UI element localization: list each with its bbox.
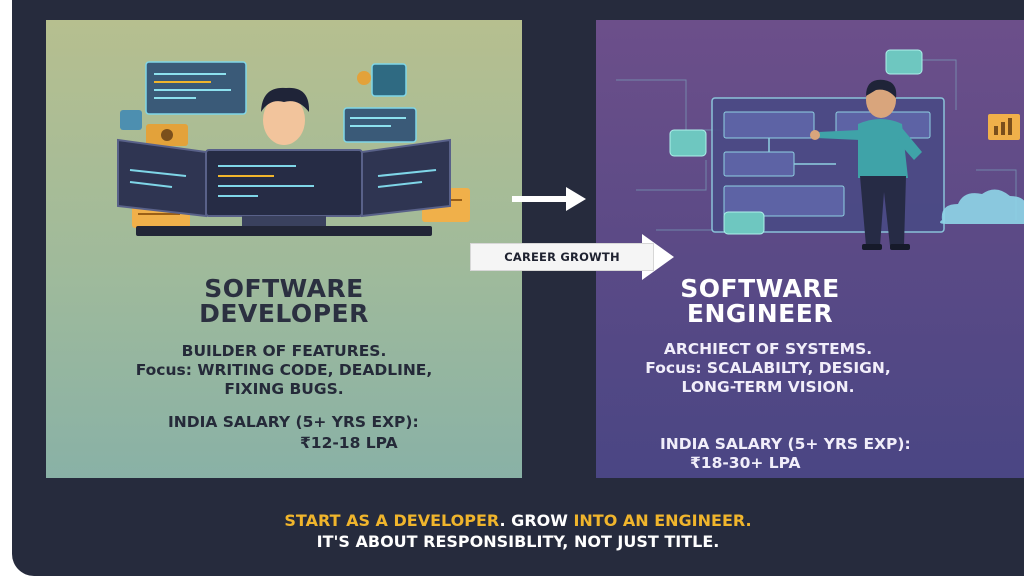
engineer-illustration (616, 49, 1024, 250)
developer-illustration (117, 61, 470, 236)
developer-desc-line3: FIXING BUGS. (224, 380, 344, 398)
engineer-description: ARCHIECT OF SYSTEMS. Focus: SCALABILTY, … (596, 340, 988, 397)
engineer-title-line2: ENGINEER (686, 299, 834, 328)
engineer-salary-value: ₹18-30+ LPA (690, 454, 801, 472)
developer-salary-value: ₹12-18 LPA (300, 434, 398, 452)
engineer-salary-label: INDIA SALARY (5+ YRS EXP): (660, 435, 911, 453)
engineer-title-line1: SOFTWARE (680, 274, 840, 303)
tagline-grow: . GROW (499, 511, 574, 530)
developer-desc-line1: BUILDER OF FEATURES. (181, 342, 387, 360)
tagline-line2: IT'S ABOUT RESPONSIBLITY, NOT JUST TITLE… (316, 532, 720, 551)
engineer-card: SOFTWARE ENGINEER ARCHIECT OF SYSTEMS. F… (596, 20, 1024, 478)
tagline-highlight-developer: START AS A DEVELOPER (284, 511, 500, 530)
engineer-desc-line2: Focus: SCALABILTY, DESIGN, (645, 359, 891, 377)
arrow-right-icon (512, 187, 586, 211)
developer-title-line1: SOFTWARE (204, 274, 364, 303)
developer-description: BUILDER OF FEATURES. Focus: WRITING CODE… (46, 342, 522, 399)
infographic-frame: SOFTWARE DEVELOPER BUILDER OF FEATURES. … (12, 0, 1024, 576)
developer-salary-label: INDIA SALARY (5+ YRS EXP): (168, 413, 419, 431)
engineer-title: SOFTWARE ENGINEER (596, 276, 980, 326)
developer-card: SOFTWARE DEVELOPER BUILDER OF FEATURES. … (46, 20, 522, 478)
tagline-line1: START AS A DEVELOPER. GROW INTO AN ENGIN… (12, 511, 1024, 530)
engineer-desc-line1: ARCHIECT OF SYSTEMS. (663, 340, 873, 358)
developer-title: SOFTWARE DEVELOPER (46, 276, 522, 326)
career-growth-label: CAREER GROWTH (470, 243, 654, 271)
tagline-highlight-engineer: INTO AN ENGINEER. (573, 511, 752, 530)
developer-desc-line2: Focus: WRITING CODE, DEADLINE, (135, 361, 433, 379)
developer-title-line2: DEVELOPER (199, 299, 369, 328)
engineer-desc-line3: LONG-TERM VISION. (681, 378, 855, 396)
